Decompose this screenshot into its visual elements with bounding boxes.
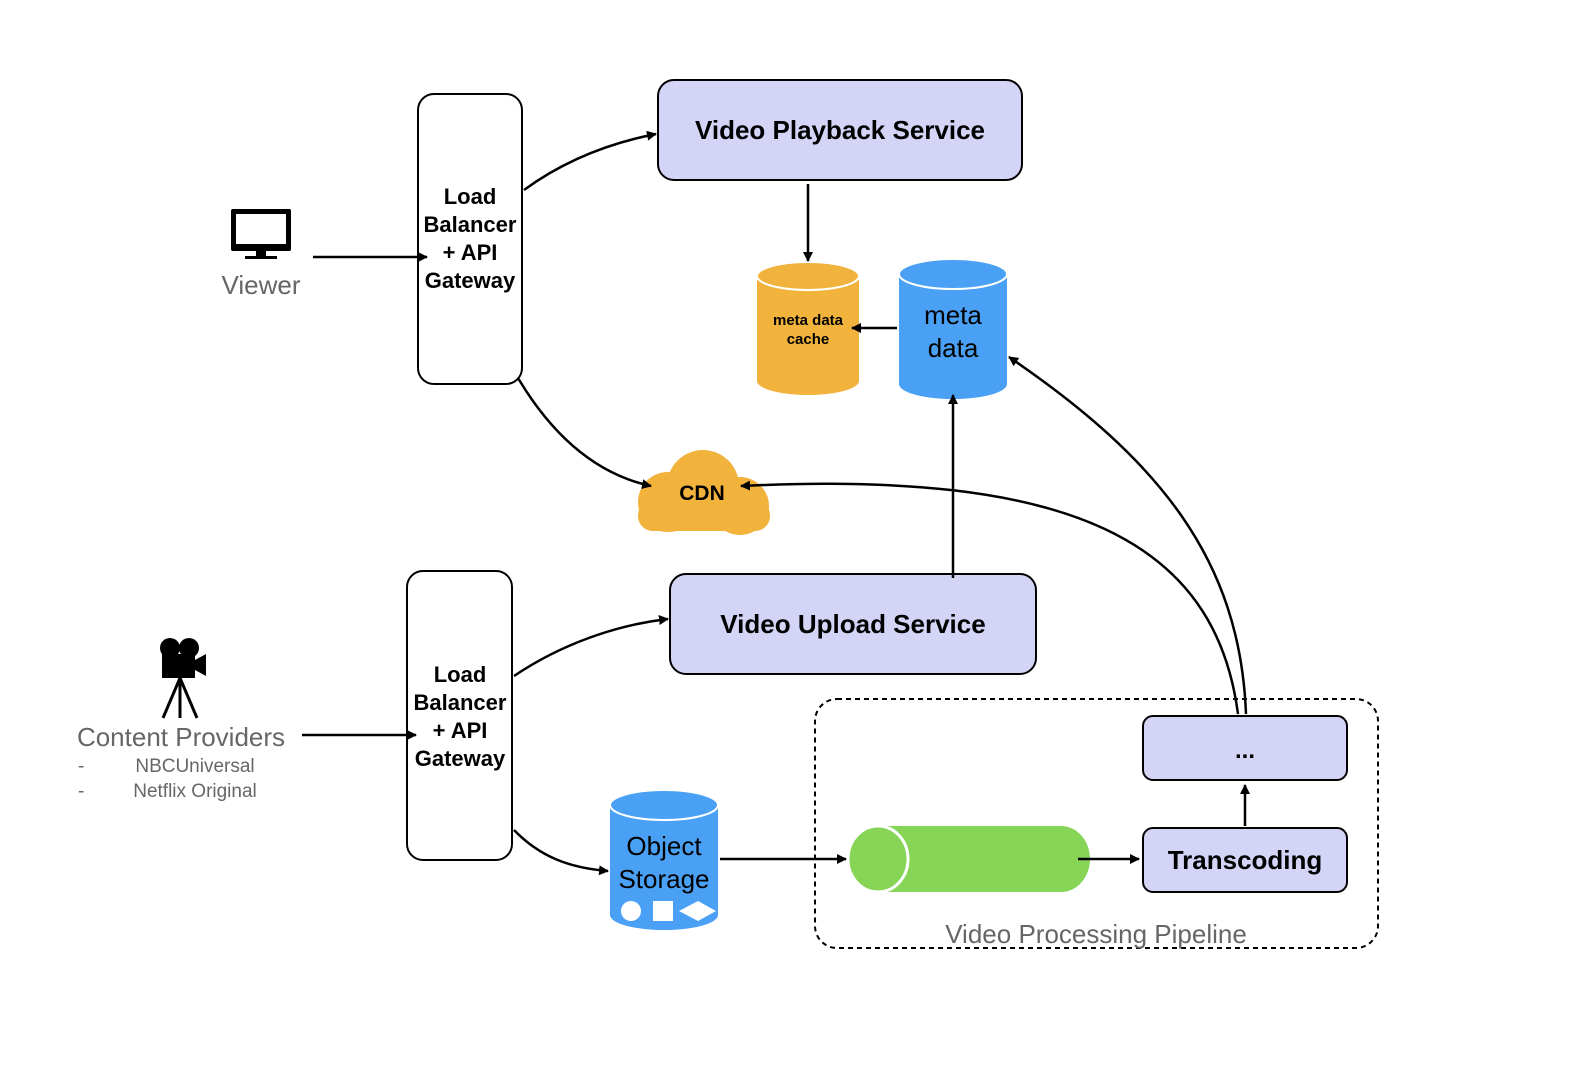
lb-line: Load bbox=[444, 184, 497, 209]
lb-line: Balancer bbox=[414, 690, 507, 715]
upload-service-label: Video Upload Service bbox=[720, 609, 985, 639]
content-providers-label: Content Providers bbox=[77, 722, 285, 752]
metadata-cache: meta data cache bbox=[756, 261, 860, 395]
cdn-label: CDN bbox=[679, 482, 725, 505]
pipeline-label: Video Processing Pipeline bbox=[945, 919, 1247, 949]
connectors bbox=[302, 130, 1250, 876]
lb-line: Gateway bbox=[425, 268, 516, 293]
provider-item: NBCUniversal bbox=[135, 756, 254, 777]
arrow-lb-to-objectstorage bbox=[513, 829, 609, 876]
cdn-cloud: CDN bbox=[638, 450, 770, 535]
content-providers: Content Providers - NBCUniversal - Netfl… bbox=[77, 638, 285, 802]
arrow-lb-to-upload bbox=[513, 615, 669, 678]
provider-item: Netflix Original bbox=[133, 781, 257, 802]
lb-line: + API bbox=[433, 718, 488, 743]
metadata-label: meta bbox=[924, 300, 982, 330]
metadata-label: data bbox=[928, 333, 979, 363]
provider-bullet: - bbox=[78, 781, 84, 802]
lb-line: Gateway bbox=[415, 746, 506, 771]
arrow-lb-to-playback bbox=[523, 130, 657, 192]
metadata-cache-label: meta data bbox=[773, 312, 844, 329]
storage-shapes-icon bbox=[621, 901, 716, 921]
lb-line: + API bbox=[443, 240, 498, 265]
lb-line: Balancer bbox=[424, 212, 517, 237]
transcoding-label: Transcoding bbox=[1168, 845, 1323, 875]
arrow-lb-to-cdn bbox=[516, 377, 652, 489]
monitor-icon bbox=[231, 209, 291, 259]
bottom-load-balancer: Load Balancer + API Gateway bbox=[406, 570, 513, 861]
message-queue bbox=[846, 824, 1090, 894]
lb-line: Load bbox=[434, 662, 487, 687]
video-upload-service: Video Upload Service bbox=[669, 573, 1037, 675]
transcoding-box: Transcoding bbox=[1142, 827, 1348, 893]
viewer-label: Viewer bbox=[221, 270, 300, 300]
arrow-more-to-cdn bbox=[740, 480, 1240, 715]
object-storage-label: Object bbox=[626, 831, 702, 861]
movie-camera-icon bbox=[160, 638, 206, 719]
video-playback-service: Video Playback Service bbox=[657, 79, 1023, 181]
metadata-cache-label: cache bbox=[787, 331, 830, 348]
more-steps-label: ... bbox=[1235, 737, 1255, 764]
metadata-store: meta data bbox=[898, 258, 1008, 399]
object-storage: Object Storage bbox=[609, 789, 719, 930]
viewer: Viewer bbox=[221, 209, 301, 300]
playback-service-label: Video Playback Service bbox=[695, 115, 985, 145]
more-steps-box: ... bbox=[1142, 715, 1348, 781]
top-load-balancer: Load Balancer + API Gateway bbox=[417, 93, 523, 385]
video-processing-pipeline: Video Processing Pipeline Transcoding ..… bbox=[814, 698, 1379, 949]
arrow-more-to-metadata bbox=[1008, 355, 1248, 715]
provider-bullet: - bbox=[78, 756, 84, 777]
object-storage-label: Storage bbox=[618, 864, 709, 894]
